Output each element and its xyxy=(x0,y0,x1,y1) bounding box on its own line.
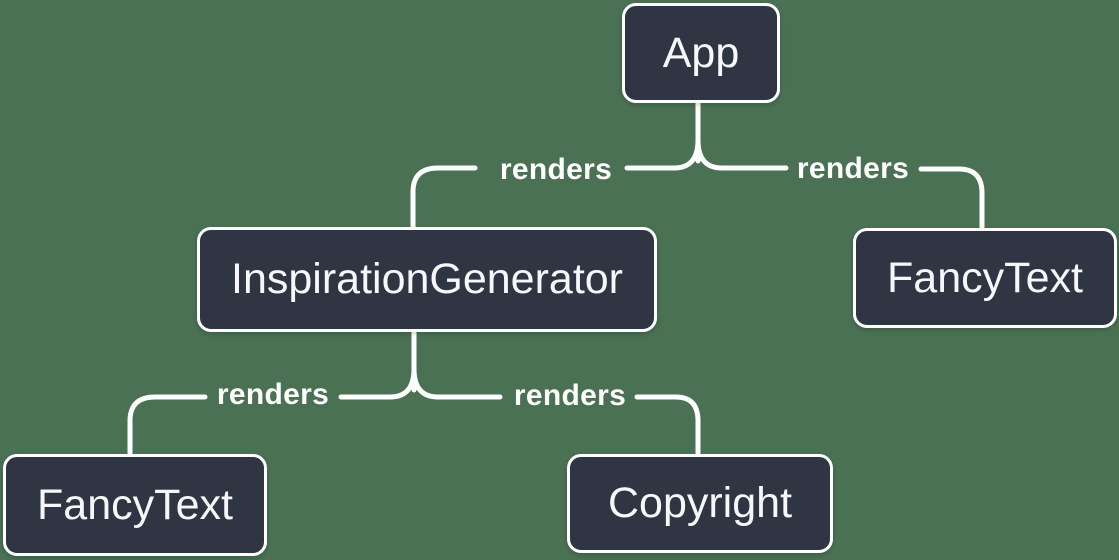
edge-drop-to-inspiration-generator xyxy=(410,165,478,230)
node-app: App xyxy=(622,3,780,103)
edge-ig-fork-left xyxy=(338,366,417,400)
node-fancy-text-child-of-inspiration-generator: FancyText xyxy=(3,454,267,556)
edge-label-app-renders-fancy-text: renders xyxy=(796,152,910,185)
edge-ig-fork-right xyxy=(411,366,503,400)
node-copyright: Copyright xyxy=(567,454,833,553)
node-label: FancyText xyxy=(37,480,233,529)
edge-drop-to-fancy-text-bottom xyxy=(127,394,208,457)
edge-label-app-renders-inspiration-generator: renders xyxy=(499,153,613,186)
edge-app-fork-right xyxy=(695,137,789,171)
connector-group xyxy=(127,100,985,457)
node-inspiration-generator: InspirationGenerator xyxy=(197,227,657,332)
node-fancy-text-child-of-app: FancyText xyxy=(853,228,1117,328)
node-label: App xyxy=(662,28,740,77)
edge-drop-to-copyright xyxy=(634,394,701,457)
node-label: Copyright xyxy=(607,479,793,527)
edge-label-inspiration-generator-renders-copyright: renders xyxy=(513,379,627,412)
node-label: InspirationGenerator xyxy=(231,255,623,303)
edge-app-fork-left xyxy=(624,137,701,171)
edge-drop-to-fancy-text-top xyxy=(918,166,985,231)
node-label: FancyText xyxy=(887,253,1083,302)
edge-label-inspiration-generator-renders-fancy-text: renders xyxy=(216,378,330,411)
